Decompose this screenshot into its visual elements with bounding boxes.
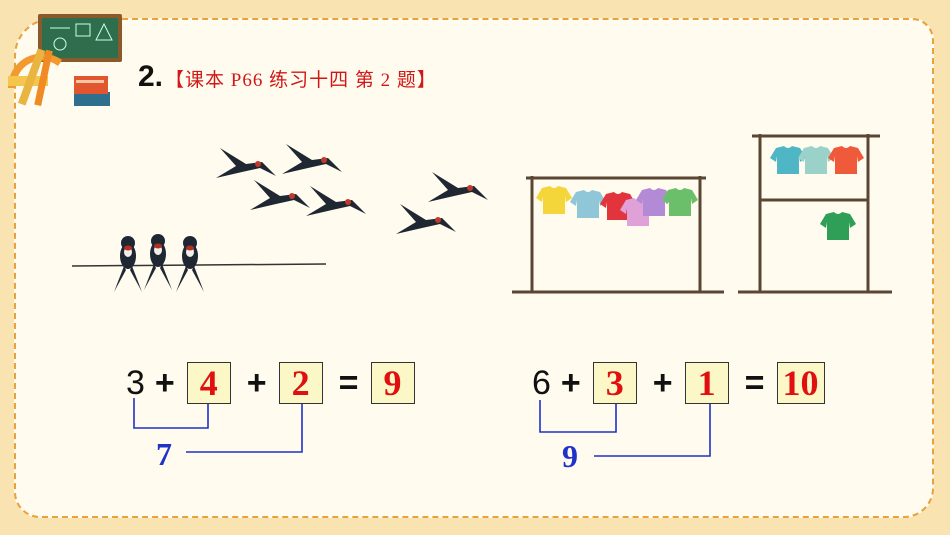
plus-sign: + [652,363,673,402]
left-equation: 3 + 4 + 2 = 9 [126,362,415,404]
right-equation: 6 + 3 + 1 = 10 [532,362,825,404]
right-partial-sum: 9 [562,438,578,474]
left-answer-box-1[interactable]: 4 [186,362,231,404]
corner-decoration [7,14,122,107]
swallow-icon [216,148,276,178]
plus-sign: + [560,363,581,402]
book-icon [74,76,110,106]
content-frame [14,18,934,518]
equals-sign: = [338,363,359,402]
plus-sign: + [154,363,175,402]
exercise-number: 2. [138,60,164,93]
left-addend: 3 [126,363,145,402]
protractor-icon [7,53,62,88]
shirt-icon [536,186,572,214]
equals-sign: = [744,363,765,402]
right-addend: 6 [532,363,551,402]
exercise-heading: 2. 【课本 P66 练习十四 第 2 题】 [138,60,437,94]
left-bracket-lines [133,398,303,453]
shirt-icon [828,146,864,174]
chalkboard-icon [38,14,122,62]
clothes-rack-icon [738,134,892,294]
shirt-icon [798,146,834,174]
clothes-rack-icon [512,176,724,294]
swallow-icon [176,236,204,292]
shirt-icon [820,212,856,240]
swallow-icon [282,144,342,174]
ruler-icon [8,48,53,107]
plus-sign: + [246,363,267,402]
right-answer-box-2[interactable]: 1 [684,362,729,404]
wire [71,263,327,267]
swallow-icon [144,234,172,290]
swallow-icon [250,180,310,210]
left-result-box[interactable]: 9 [370,362,415,404]
left-partial-sum: 7 [156,436,172,472]
textbook-reference: 【课本 P66 练习十四 第 2 题】 [165,70,437,91]
left-answer-box-2[interactable]: 2 [278,362,323,404]
right-result-box[interactable]: 10 [776,362,825,404]
swallow-icon [306,186,366,216]
right-bracket-lines [539,400,711,457]
right-answer-box-1[interactable]: 3 [592,362,637,404]
shirt-icon [770,146,806,174]
swallow-icon [428,172,488,202]
swallow-icon [114,236,142,292]
swallow-icon [396,204,456,234]
shirt-icon [662,188,698,216]
